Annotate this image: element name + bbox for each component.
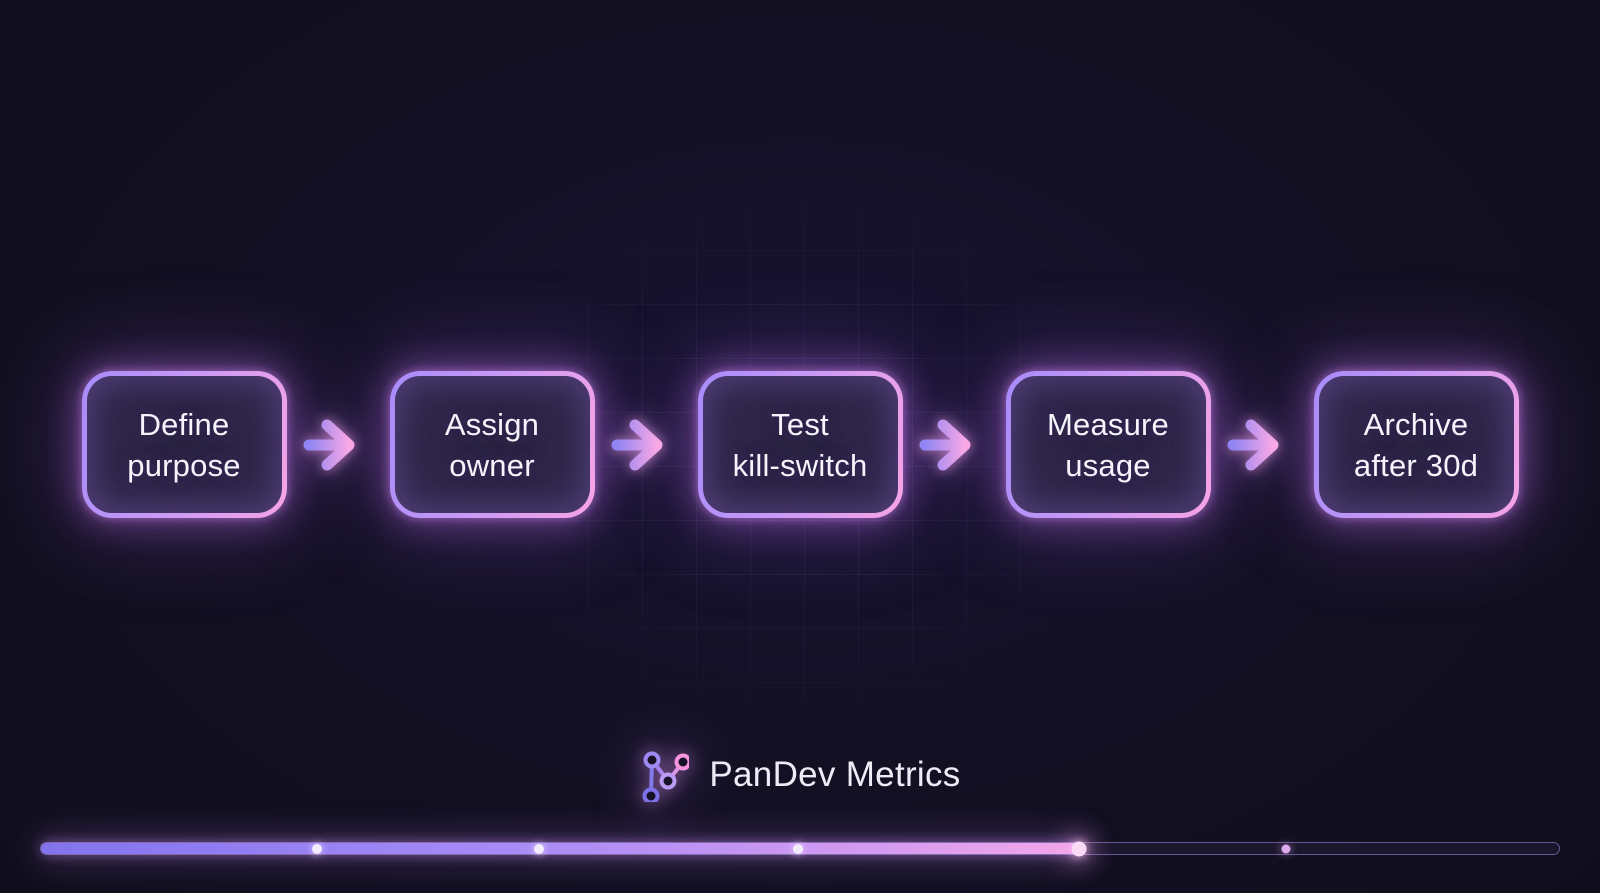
brand-footer: PanDev Metrics xyxy=(0,748,1600,802)
arrow-right-icon xyxy=(919,419,971,470)
progress-track[interactable] xyxy=(40,841,1560,856)
progress-marker[interactable] xyxy=(793,843,804,854)
flow-connector xyxy=(903,412,1006,478)
step-label-line: owner xyxy=(449,447,535,483)
progress-playhead[interactable] xyxy=(1071,841,1087,856)
step-label-line: Assign xyxy=(444,406,540,442)
brand-name: PanDev Metrics xyxy=(709,755,961,794)
step-label-line: usage xyxy=(1065,447,1151,483)
arrow-right-icon xyxy=(611,419,663,470)
network-graph-icon xyxy=(642,751,690,802)
flow-step-assign-owner: Assign owner xyxy=(389,371,595,518)
step-body: Define purpose xyxy=(86,376,282,513)
progress-marker[interactable] xyxy=(312,843,323,854)
flow-step-archive-after-30d: Archive after 30d xyxy=(1313,371,1519,518)
step-label-line: after 30d xyxy=(1353,447,1479,483)
step-label-line: Measure xyxy=(1046,406,1169,442)
step-label-line: Test xyxy=(771,406,829,442)
step-body: Test kill-switch xyxy=(702,376,898,513)
progress-marker[interactable] xyxy=(1281,844,1291,853)
flow-connector xyxy=(287,412,390,478)
flow-diagram: Define purpose Assign owner xyxy=(0,371,1600,518)
step-label-line: purpose xyxy=(127,447,241,483)
step-label-line: kill-switch xyxy=(732,447,868,483)
flow-step-measure-usage: Measure usage xyxy=(1005,371,1211,518)
progress-fill xyxy=(41,843,1080,854)
step-body: Measure usage xyxy=(1010,376,1206,513)
flow-step-test-kill-switch: Test kill-switch xyxy=(697,371,903,518)
slide-progress-bar xyxy=(40,841,1560,856)
flow-connector xyxy=(595,412,698,478)
progress-marker[interactable] xyxy=(533,843,544,854)
step-body: Assign owner xyxy=(394,376,590,513)
arrow-right-icon xyxy=(1227,419,1279,470)
flow-step-define-purpose: Define purpose xyxy=(81,371,287,518)
step-label-line: Define xyxy=(138,406,230,442)
flow-connector xyxy=(1211,412,1314,478)
step-body: Archive after 30d xyxy=(1318,376,1514,513)
arrow-right-icon xyxy=(303,419,355,470)
step-label-line: Archive xyxy=(1363,406,1469,442)
